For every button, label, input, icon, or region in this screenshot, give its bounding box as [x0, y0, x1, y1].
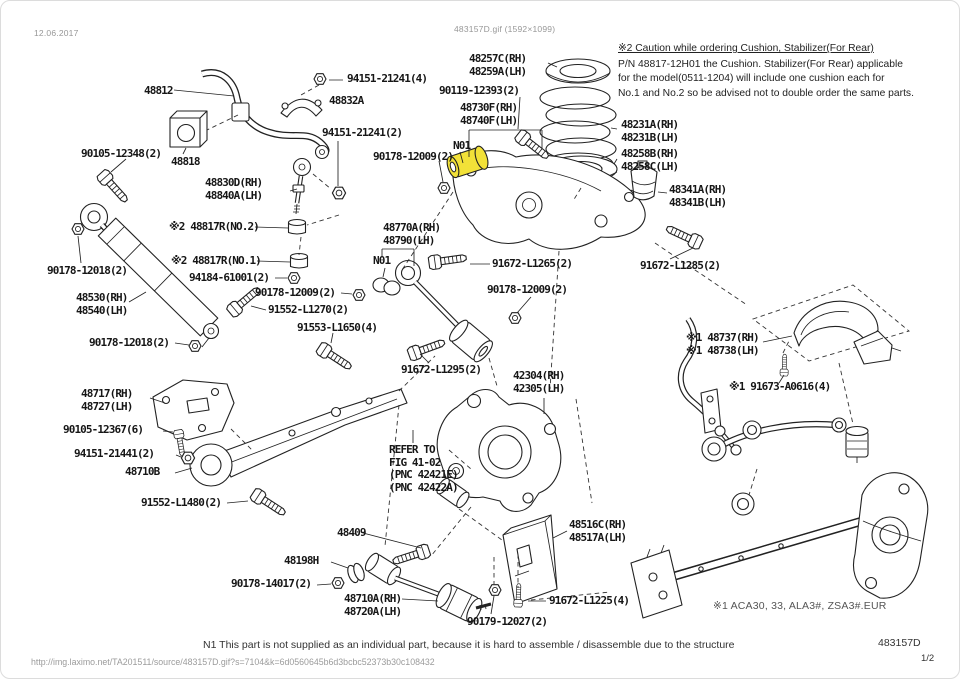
part-label: 90179-12027(2) — [467, 615, 548, 628]
caution-note-line: for the model(0511-1204) will include on… — [618, 73, 885, 85]
part-label: 90178-12009(2) — [487, 283, 568, 296]
highlighted-bushing — [446, 145, 489, 179]
stabilizer-link-art — [287, 157, 312, 269]
part-label: 91672-L1285(2) — [640, 259, 721, 272]
part-label: ※2 48817R(NO.1) — [171, 254, 262, 267]
doc-code: 483157D — [878, 637, 921, 649]
part-label: 48832A — [329, 94, 364, 107]
part-label: 48530(RH) 48540(LH) — [76, 291, 128, 317]
part-label: 90105-12367(6) — [63, 423, 144, 436]
bracket-48516-art — [502, 514, 558, 605]
part-label: 94151-21241(2) — [322, 126, 403, 139]
part-label: 48231A(RH) 48231B(LH) — [621, 118, 679, 144]
part-label: N01 — [453, 139, 471, 152]
part-label: 91672-L1295(2) — [401, 363, 482, 376]
part-label: 94151-21441(2) — [74, 447, 155, 460]
part-label: 48257C(RH) 48259A(LH) — [469, 52, 527, 78]
part-label: 42304(RH) 42305(LH) — [513, 369, 565, 395]
part-label: 48409 — [337, 526, 367, 539]
source-url: http://img.laximo.net/TA201511/source/48… — [31, 657, 435, 667]
part-label: 94151-21241(4) — [347, 72, 428, 85]
part-label: ※1 91673-A0616(4) — [729, 380, 831, 393]
part-label: N01 — [373, 254, 391, 267]
dashed-lines — [206, 84, 854, 601]
part-label: 90178-12018(2) — [47, 264, 128, 277]
stabilizer-bar-art — [169, 69, 330, 160]
caution-note-line: P/N 48817-12H01 the Cushion. Stabilizer(… — [618, 59, 904, 71]
part-label: 90178-14017(2) — [231, 577, 312, 590]
leader-lines — [77, 62, 793, 615]
part-label: 48516C(RH) 48517A(LH) — [569, 518, 627, 544]
rear-axle-assembly-art — [630, 284, 929, 619]
part-label: 48341A(RH) 48341B(LH) — [669, 183, 727, 209]
part-label: 48730F(RH) 48740F(LH) — [460, 101, 518, 127]
part-label: 48830D(RH) 48840A(LH) — [205, 176, 263, 202]
caution-note: ※2 Caution while ordering Cushion, Stabi… — [618, 42, 958, 101]
caution-note-line: No.1 and No.2 so be advised not to doubl… — [618, 87, 914, 99]
part-label: REFER TO FIG 41-02 (PNC 42421E) (PNC 424… — [389, 443, 459, 494]
part-label: 90178-12009(2) — [373, 150, 454, 163]
part-label: 48717(RH) 48727(LH) — [81, 387, 133, 413]
part-label: 91553-L1650(4) — [297, 321, 378, 334]
caution-note-title: ※2 Caution while ordering Cushion, Stabi… — [618, 43, 874, 54]
screenshot-date: 12.06.2017 — [34, 28, 79, 38]
part-label: 90119-12393(2) — [439, 84, 520, 97]
part-label: 48710B — [125, 465, 160, 478]
part-label: ※1 48737(RH) ※1 48738(LH) — [686, 331, 760, 357]
image-filename: 483157D.gif (1592×1099) — [454, 24, 556, 34]
part-label: 48812 — [144, 84, 174, 97]
applicability-note: ※1 ACA30, 33, ALA3#, ZSA3#.EUR — [713, 600, 887, 612]
part-label: 91672-L1225(4) — [549, 594, 630, 607]
part-label: ※2 48817R(NO.2) — [169, 220, 260, 233]
part-label: 91552-L1270(2) — [268, 303, 349, 316]
part-label: 48258B(RH) 48258C(LH) — [621, 147, 679, 173]
part-label: 90105-12348(2) — [81, 147, 162, 160]
knuckle-art — [436, 388, 562, 512]
part-label: 90178-12009(2) — [255, 286, 336, 299]
shock-absorber-art — [79, 202, 220, 348]
page-number: 1/2 — [921, 653, 935, 664]
part-label: 48710A(RH) 48720A(LH) — [344, 592, 402, 618]
part-label: 48818 — [171, 155, 201, 168]
part-label: 94184-61001(2) — [189, 271, 270, 284]
part-label: 90178-12018(2) — [89, 336, 170, 349]
suspension-arm-no2-art — [372, 259, 493, 363]
footer-note: N1 This part is not supplied as an indiv… — [203, 639, 735, 651]
part-label: 48198H — [284, 554, 319, 567]
suspension-arm-no1-art — [446, 145, 658, 250]
part-label: 91552-L1480(2) — [141, 496, 222, 509]
trailing-arm-art — [152, 379, 408, 487]
lower-rod-art — [347, 552, 492, 623]
part-label: 91672-L1265(2) — [492, 257, 573, 270]
part-label: 48770A(RH) 48790(LH) — [383, 221, 441, 247]
